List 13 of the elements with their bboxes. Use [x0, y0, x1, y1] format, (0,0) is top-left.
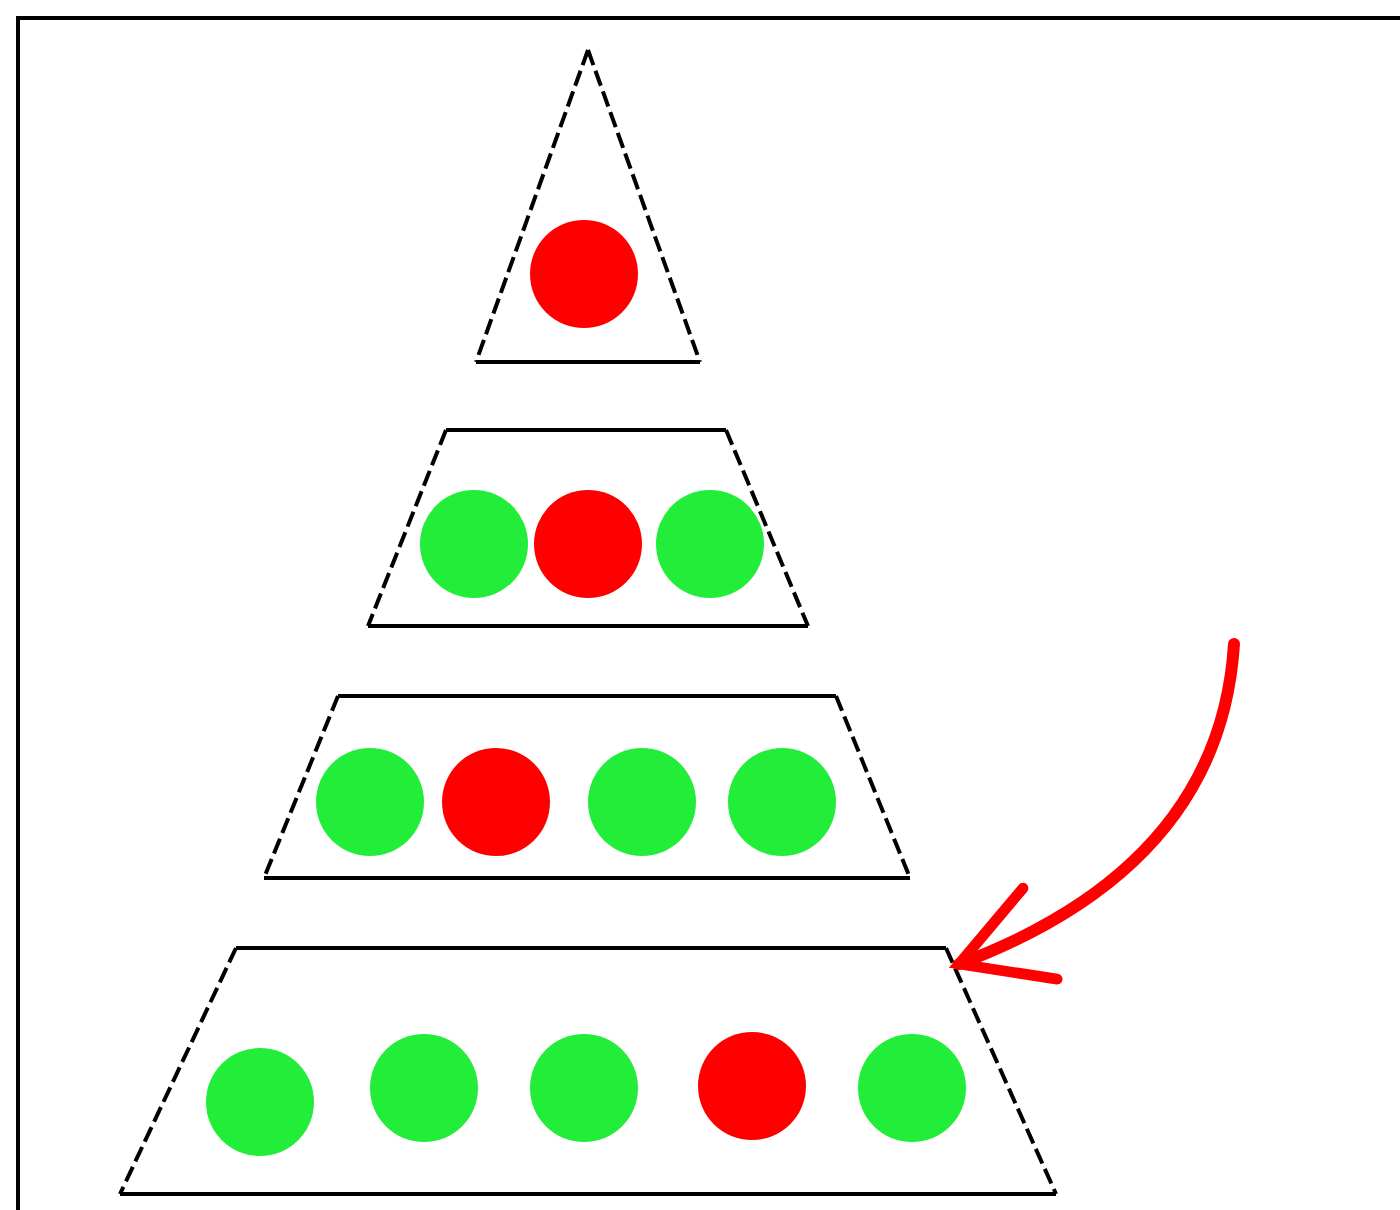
dot: [698, 1032, 806, 1140]
dot: [442, 748, 550, 856]
dot: [420, 490, 528, 598]
dot: [370, 1034, 478, 1142]
dot: [728, 748, 836, 856]
dot: [206, 1048, 314, 1156]
arrow: [953, 638, 1240, 982]
dot: [316, 748, 424, 856]
dot: [656, 490, 764, 598]
dot: [530, 220, 638, 328]
dot: [530, 1034, 638, 1142]
dot: [858, 1034, 966, 1142]
dot: [588, 748, 696, 856]
